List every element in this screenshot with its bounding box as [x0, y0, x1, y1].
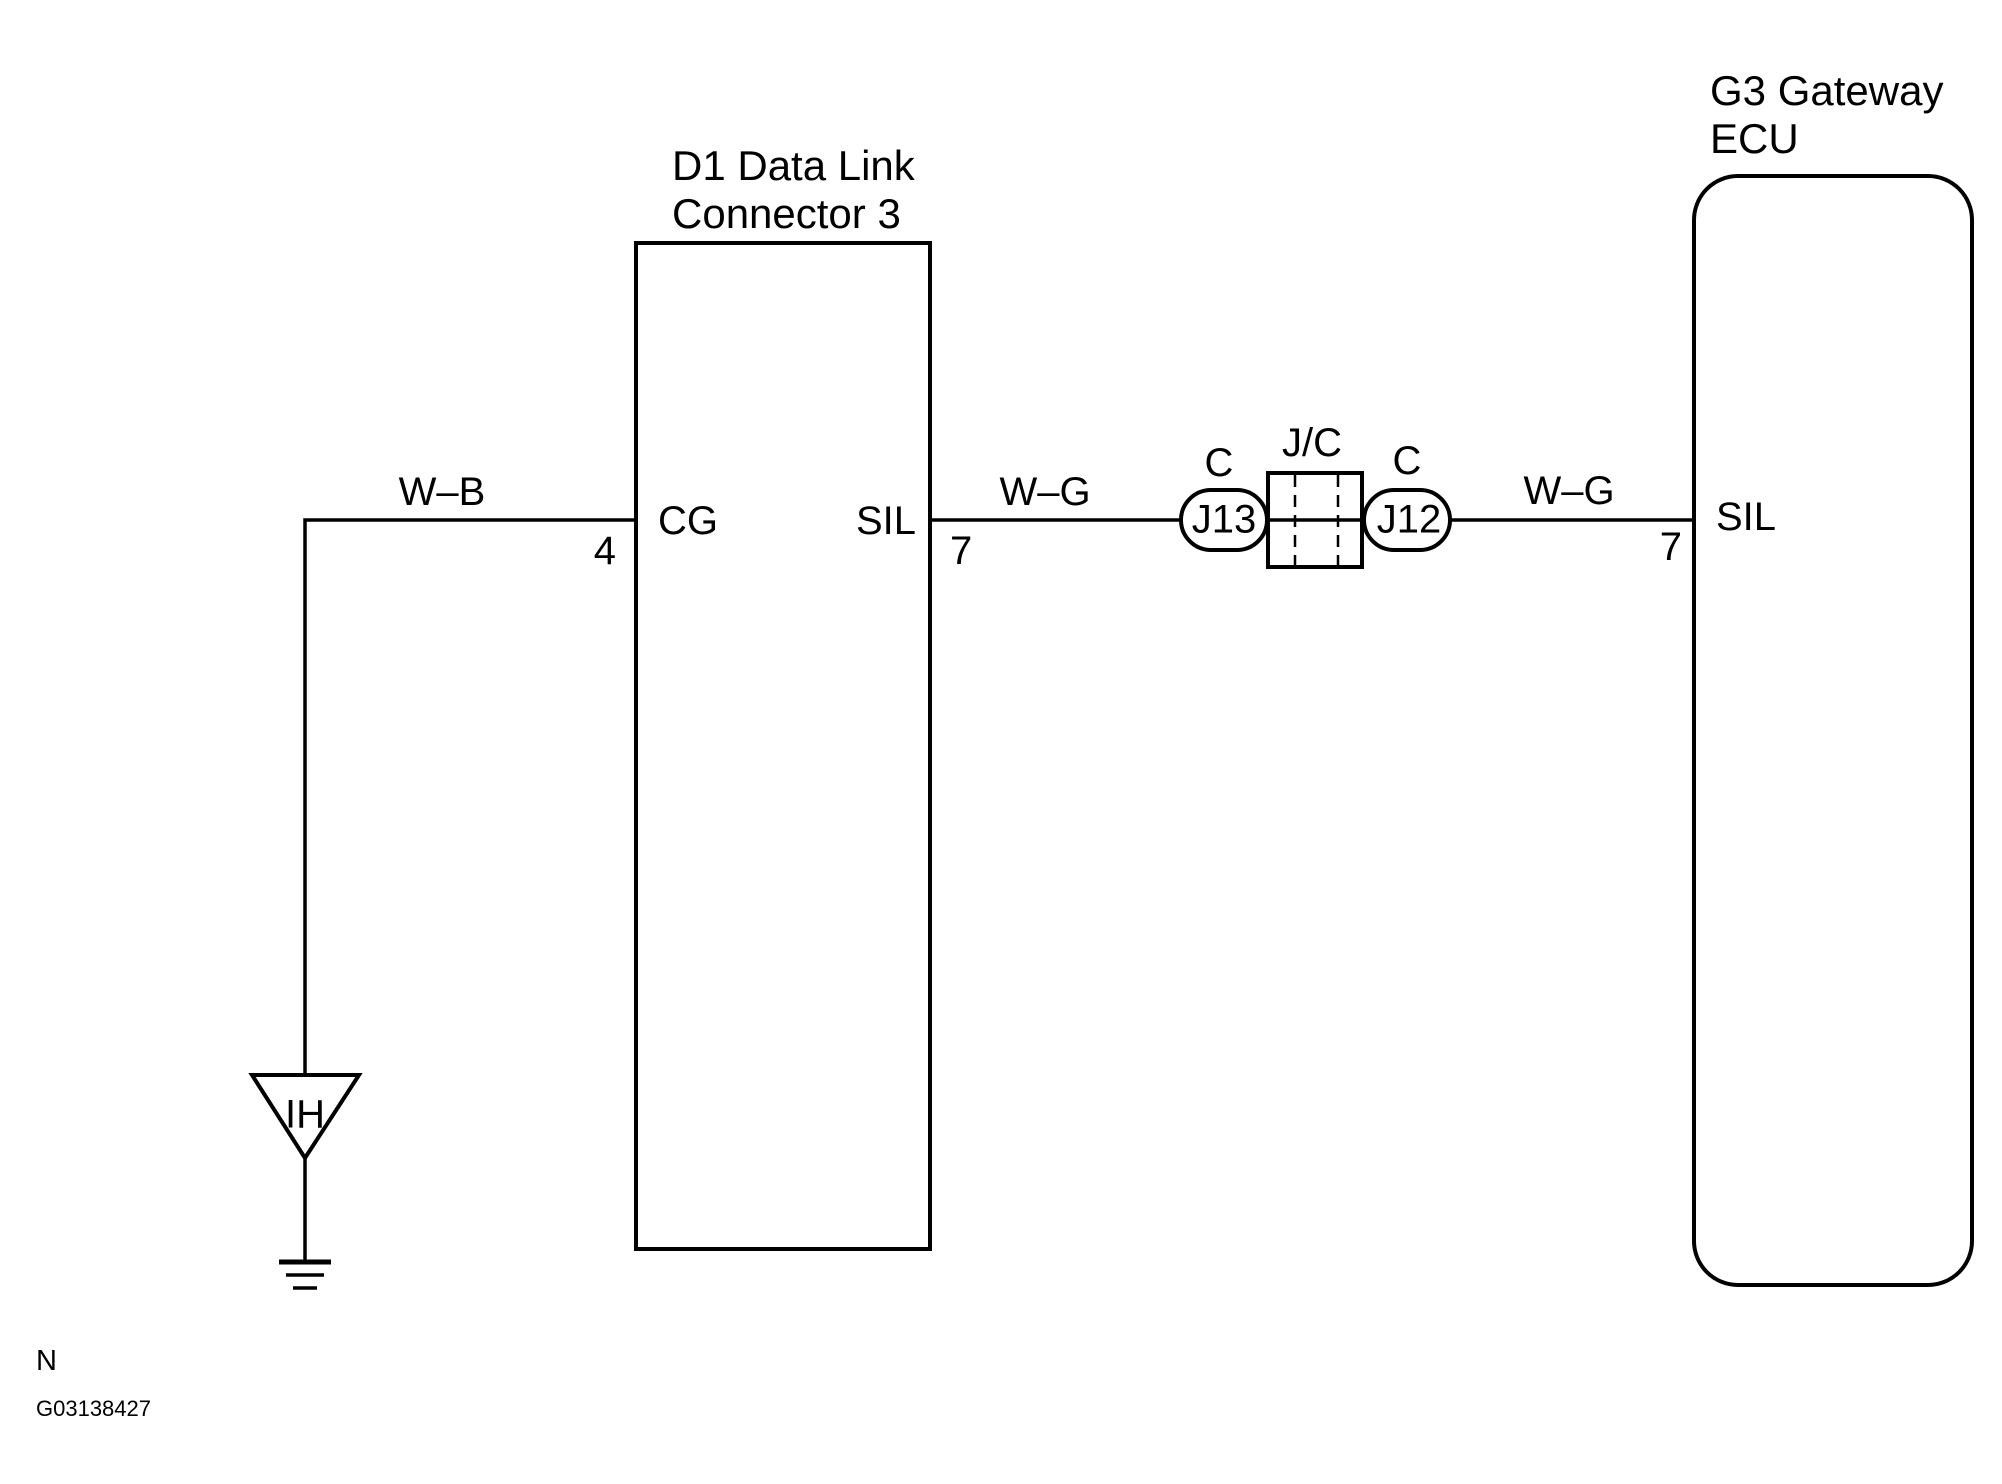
sil-wire-left-color-label: W–G [999, 470, 1090, 514]
figure-id: G03138427 [36, 1396, 151, 1421]
ground-wire-color-label: W–B [399, 470, 486, 514]
gateway-title-line1: G3 Gateway [1710, 67, 1943, 114]
gateway-ecu-box [1692, 174, 1974, 1287]
j13-color-code: C [1205, 441, 1234, 485]
dlc-pin-cg-label: CG [658, 499, 718, 543]
gateway-title-line2: ECU [1710, 115, 1799, 162]
dlc-pin-sil-label: SIL [856, 499, 916, 543]
sil-wire-right-color-label: W–G [1523, 469, 1614, 513]
ground-point-symbol [248, 1073, 363, 1162]
j12-color-code: C [1393, 439, 1422, 483]
earth-ground-icon [279, 1259, 331, 1290]
j13-connector-label: J13 [1192, 498, 1257, 542]
j12-connector-label: J12 [1377, 498, 1442, 542]
junction-connector-label: J/C [1282, 421, 1342, 465]
diagram-code-letter: N [36, 1345, 57, 1377]
dlc-title-line2: Connector 3 [672, 190, 901, 237]
gateway-pin-sil-label: SIL [1716, 495, 1776, 539]
dlc-pin-cg-number: 4 [594, 529, 616, 573]
gateway-pin-sil-number: 7 [1660, 525, 1682, 569]
ground-wire [303, 518, 634, 1075]
ground-point-label: IH [285, 1093, 325, 1137]
dlc-connector-box [634, 241, 932, 1251]
dlc-pin-sil-number: 7 [950, 529, 972, 573]
dlc-title-line1: D1 Data Link [672, 142, 916, 189]
